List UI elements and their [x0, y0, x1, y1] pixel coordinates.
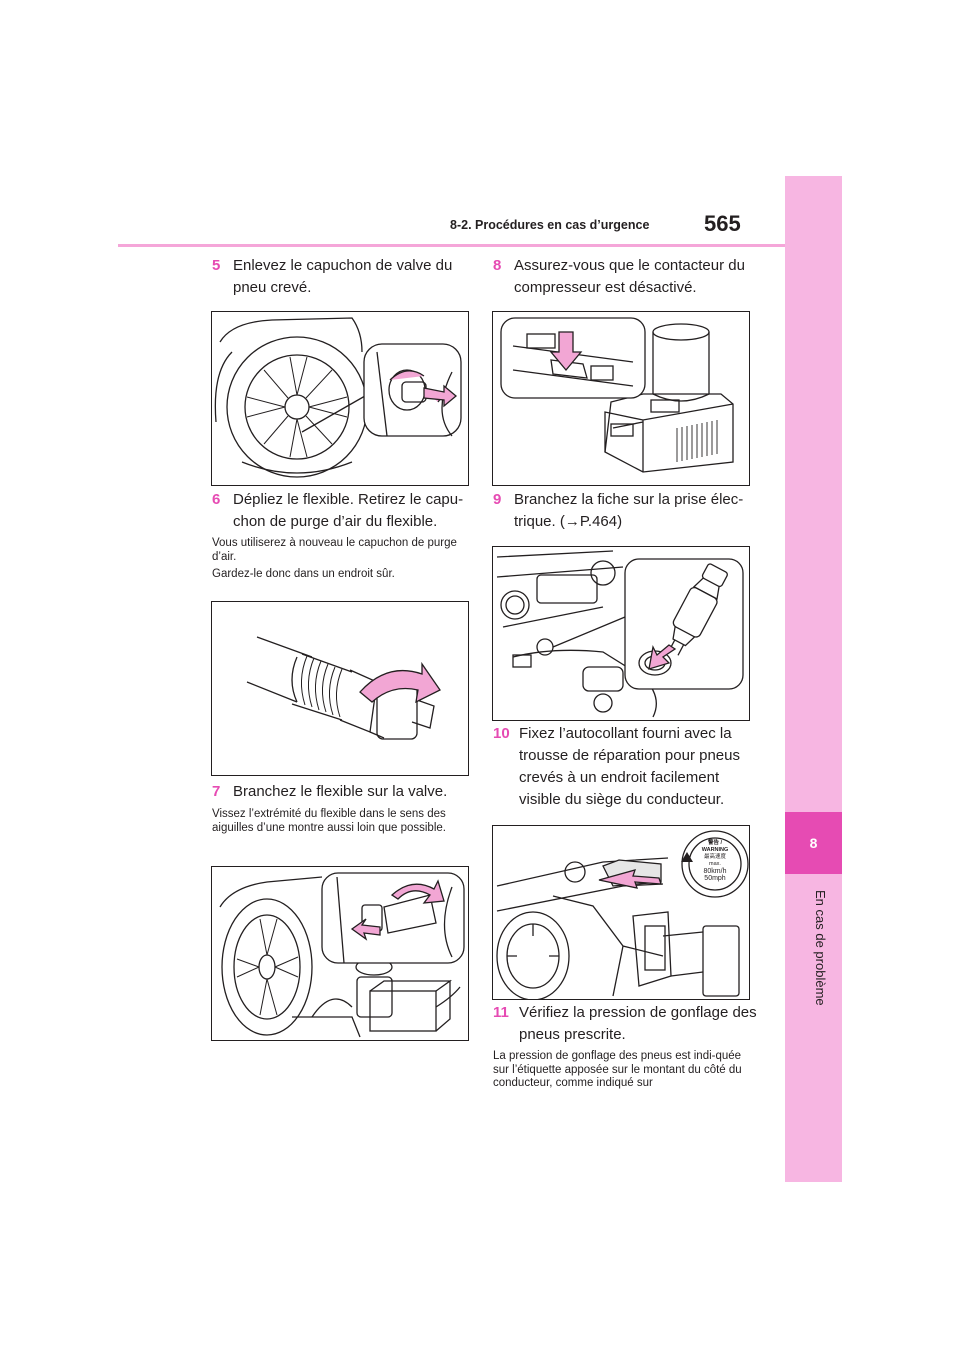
step-number: 6: [212, 491, 221, 508]
sticker-mph: 50mph: [704, 875, 726, 882]
step-text: Branchez la fiche sur la prise élec-: [514, 491, 744, 508]
step-8: 8 Assurez-vous que le contacteur du compr…: [493, 255, 763, 299]
page-number: 565: [704, 211, 741, 236]
sticker-warning-en: WARNING: [701, 847, 729, 853]
header-rule: [118, 244, 785, 247]
step-6-note: Vous utiliserez à nouveau le capuchon de…: [212, 537, 457, 563]
sticker-max: max.: [709, 861, 721, 867]
chapter-side-tab: [785, 176, 842, 1182]
sticker-kmh: 80km/h: [703, 868, 727, 875]
step-11-note: La pression de gonflage des pneus est in…: [493, 1050, 742, 1089]
step-text: trique. (→P.464): [514, 513, 623, 530]
step-text: Branchez le flexible sur la valve.: [233, 783, 448, 800]
step-text: visible du siège du conducteur.: [519, 791, 725, 808]
sticker-speed-jp: 最高速度: [703, 854, 726, 860]
step-text: pneu crevé.: [233, 279, 312, 296]
step-number: 11: [493, 1004, 509, 1021]
chapter-title: En cas de problème: [813, 890, 828, 1006]
step-6: 6 Dépliez le flexible. Retirez le capu- c…: [212, 489, 482, 533]
step-text: chon de purge d’air du flexible.: [233, 513, 438, 530]
step-text: compresseur est désactivé.: [514, 279, 697, 296]
step-5: 5 Enlevez le capuchon de valve du pneu cr…: [212, 255, 472, 299]
step-7-note: Vissez l’extrémité du flexible dans le s…: [212, 808, 446, 834]
step-11: 11 Vérifiez la pression de gonflage des p…: [493, 1002, 773, 1046]
step-number: 10: [493, 725, 510, 742]
figure-plug-socket: [492, 546, 750, 721]
step-6-note: Gardez-le donc dans un endroit sûr.: [212, 568, 395, 580]
step-number: 5: [212, 257, 221, 274]
step-10: 10 Fixez l’autocollant fourni avec la tro…: [493, 723, 773, 811]
sticker: 警告 / WARNING 最高速度 max. 80km/h 50mph: [694, 840, 736, 882]
sticker-warning-jp: 警告: [707, 840, 719, 846]
step-text: crevés à un endroit facilement: [519, 769, 720, 786]
step-text: Enlevez le capuchon de valve du: [233, 257, 453, 274]
figure-sticker-placement: 警告 / WARNING 最高速度 max. 80km/h 50mph: [492, 825, 750, 1000]
figure-hose-cap: [211, 601, 469, 776]
chapter-number: 8: [785, 812, 842, 874]
step-number: 8: [493, 257, 502, 274]
step-7: 7 Branchez le flexible sur la valve.: [212, 781, 482, 803]
figure-valve-cap: [211, 311, 469, 486]
section-title: 8-2. Procédures en cas d’urgence: [450, 218, 650, 232]
step-text: trousse de réparation pour pneus: [519, 747, 740, 764]
step-number: 9: [493, 491, 502, 508]
step-9: 9 Branchez la fiche sur la prise élec- tr…: [493, 489, 763, 533]
step-text: Assurez-vous que le contacteur du: [514, 257, 745, 274]
step-text: Dépliez le flexible. Retirez le capu-: [233, 491, 464, 508]
step-text: pneus prescrite.: [519, 1026, 626, 1043]
step-text: Vérifiez la pression de gonflage des: [519, 1004, 757, 1021]
figure-compressor-switch: [492, 311, 750, 486]
step-text: Fixez l’autocollant fourni avec la: [519, 725, 732, 742]
step-number: 7: [212, 783, 221, 800]
figure-connect-hose: [211, 866, 469, 1041]
